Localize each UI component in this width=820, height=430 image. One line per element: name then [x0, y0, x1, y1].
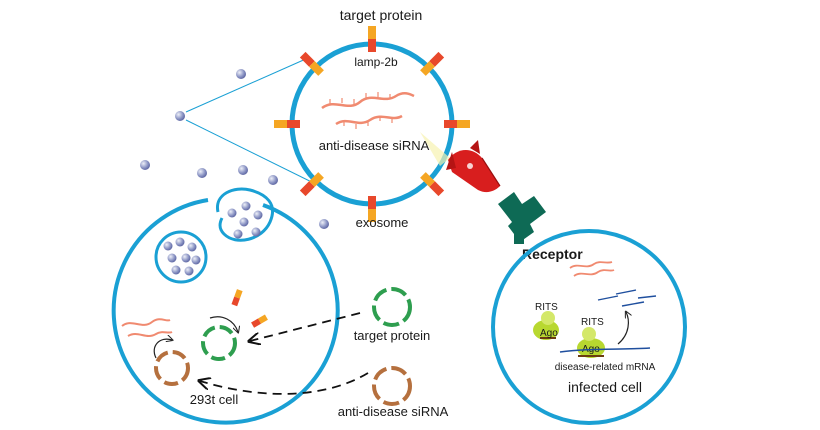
label-ago-1: Ago — [540, 328, 558, 339]
label-sirna-bottom: anti-disease siRNA — [338, 404, 449, 419]
exosome-large — [274, 26, 470, 222]
free-vesicles — [140, 69, 329, 229]
label-lamp2b: lamp-2b — [354, 55, 398, 69]
replication-arrow-1 — [209, 316, 238, 332]
mrna-strand — [559, 347, 651, 353]
label-target-protein-top: target protein — [340, 7, 423, 23]
infected-cell: RITS Ago RITS Ago — [491, 229, 687, 425]
label-target-protein-bottom: target protein — [354, 328, 431, 343]
transfection-arrow-sirna — [200, 372, 369, 395]
rocket-icon — [420, 132, 501, 193]
multivesicular-body — [154, 230, 208, 284]
plasmid-green-input — [372, 287, 412, 327]
sirna-strands-infected — [569, 261, 615, 277]
lamp2b-markers — [274, 26, 470, 222]
zoom-line-upper — [185, 57, 309, 113]
replication-arrow-2 — [153, 339, 172, 359]
label-mrna: disease-related mRNA — [555, 362, 656, 373]
cleavage-arrow — [617, 312, 628, 345]
sirna-ticks-exosome — [329, 92, 393, 129]
plasmid-green-cell — [201, 325, 237, 361]
label-infected-cell: infected cell — [568, 379, 642, 395]
mrna-fragments — [597, 289, 657, 307]
label-receptor: Receptor — [522, 246, 583, 262]
transfection-arrow-target — [250, 312, 361, 341]
lamp2b-markers-cell — [231, 289, 268, 328]
cell-293t — [111, 187, 340, 425]
label-exosome: exosome — [356, 215, 409, 230]
label-rits-2: RITS — [581, 317, 604, 328]
ago-complex-1 — [533, 311, 559, 340]
sirna-strands-exosome — [321, 92, 415, 126]
budding-vesicle — [216, 187, 274, 242]
receptor-icon — [498, 192, 546, 244]
plasmid-brown-cell — [154, 350, 190, 386]
sirna-strands-cell — [121, 318, 173, 337]
ago-complex-2 — [577, 327, 605, 358]
label-sirna-exosome: anti-disease siRNA — [319, 138, 430, 153]
label-rits-1: RITS — [535, 302, 558, 313]
label-293t-cell: 293t cell — [190, 392, 239, 407]
plasmid-brown-input — [372, 366, 412, 406]
